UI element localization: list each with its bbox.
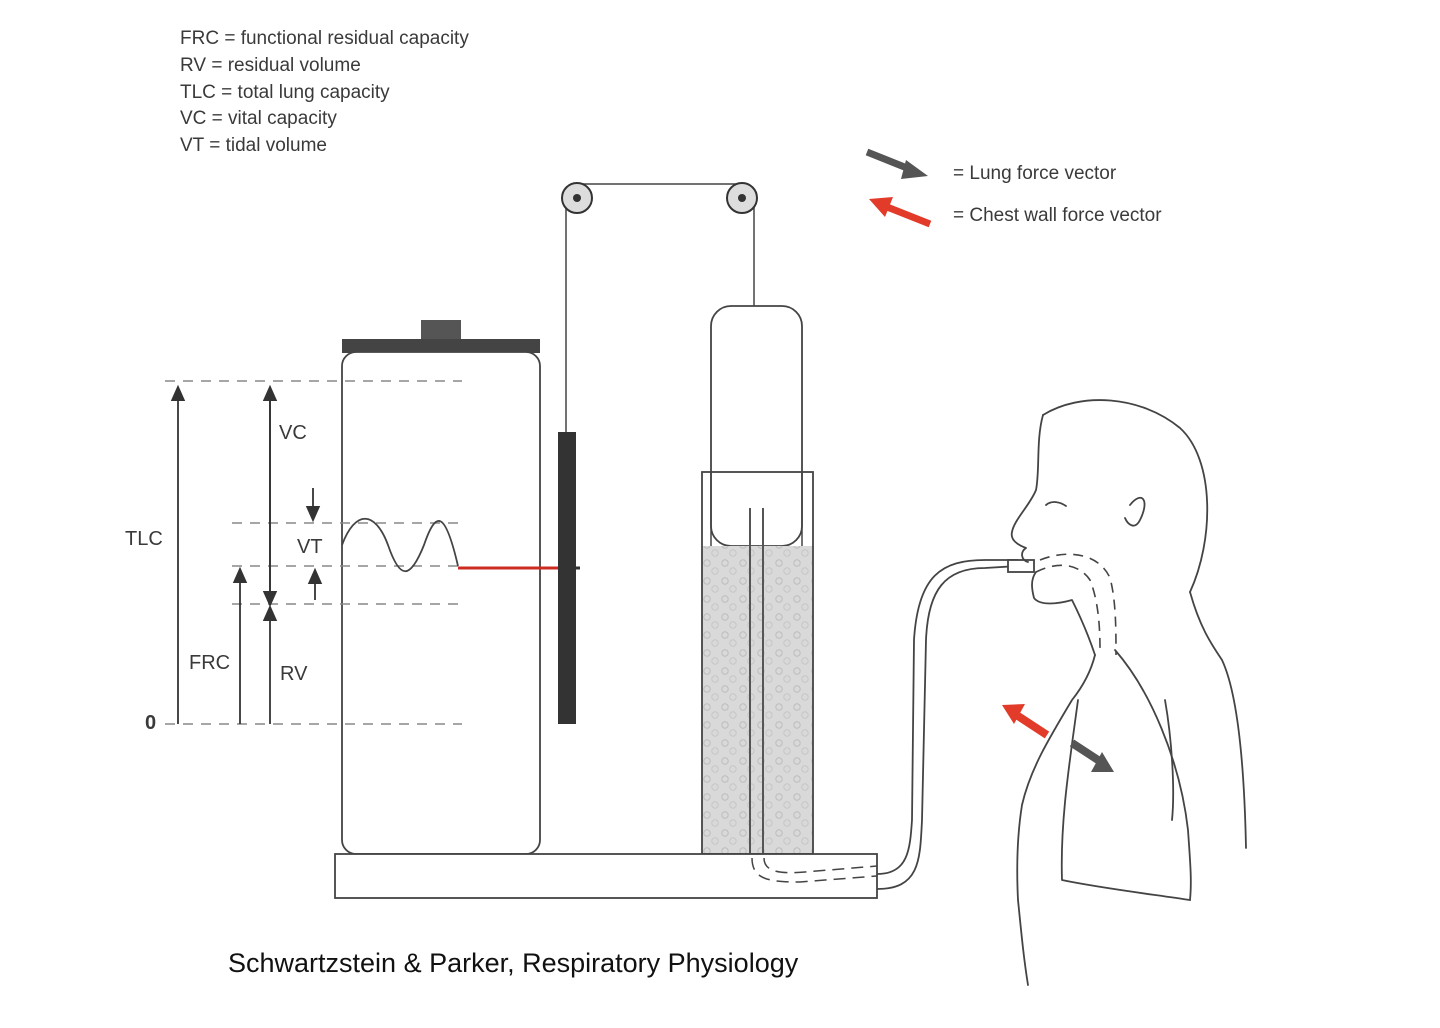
tlc-label: TLC — [125, 528, 163, 550]
lung-force-arrow — [1069, 739, 1114, 772]
chest-vector-key-arrow — [869, 197, 932, 228]
base-platform — [334, 853, 878, 899]
internal-tube — [751, 857, 878, 883]
legend-frc: FRC = functional residual capacity — [180, 28, 469, 49]
left-lung — [1060, 699, 1191, 901]
right-lung — [1114, 649, 1192, 901]
dimension-arrows — [170, 384, 323, 724]
eye — [1045, 501, 1067, 507]
water-volume — [702, 546, 813, 854]
frc-label: FRC — [189, 652, 231, 674]
legend-vc: VC = vital capacity — [180, 108, 337, 129]
spirometer-bell — [710, 305, 803, 547]
legend-rv: RV = residual volume — [180, 55, 361, 76]
vc-label: VC — [279, 422, 307, 444]
chest-vector-label: = Chest wall force vector — [953, 205, 1162, 226]
chest-outline — [1016, 654, 1096, 986]
jaw-outline — [1031, 571, 1096, 656]
pulley-system — [561, 182, 758, 432]
pen-arm — [558, 432, 576, 724]
lung-vector-label: = Lung force vector — [953, 163, 1117, 184]
figure-caption: Schwartzstein & Parker, Respiratory Phys… — [228, 948, 799, 978]
person-figure — [1010, 399, 1247, 986]
spirometer — [701, 305, 814, 855]
rv-label: RV — [280, 663, 308, 685]
ear — [1124, 496, 1146, 527]
zero-label: 0 — [145, 712, 157, 734]
vt-label: VT — [297, 536, 323, 558]
head-outline — [1042, 399, 1209, 593]
kymograph-drum — [341, 320, 541, 855]
chest-wall-force-arrow — [1002, 704, 1050, 739]
breathing-hose — [876, 559, 1035, 890]
lung-vector-key-arrow — [865, 148, 928, 179]
airway-dashed — [1035, 553, 1117, 656]
back-outline — [1189, 591, 1247, 849]
legend-vt: VT = tidal volume — [180, 135, 327, 156]
legend-tlc: TLC = total lung capacity — [180, 82, 390, 103]
tidal-breathing-trace — [341, 517, 459, 573]
